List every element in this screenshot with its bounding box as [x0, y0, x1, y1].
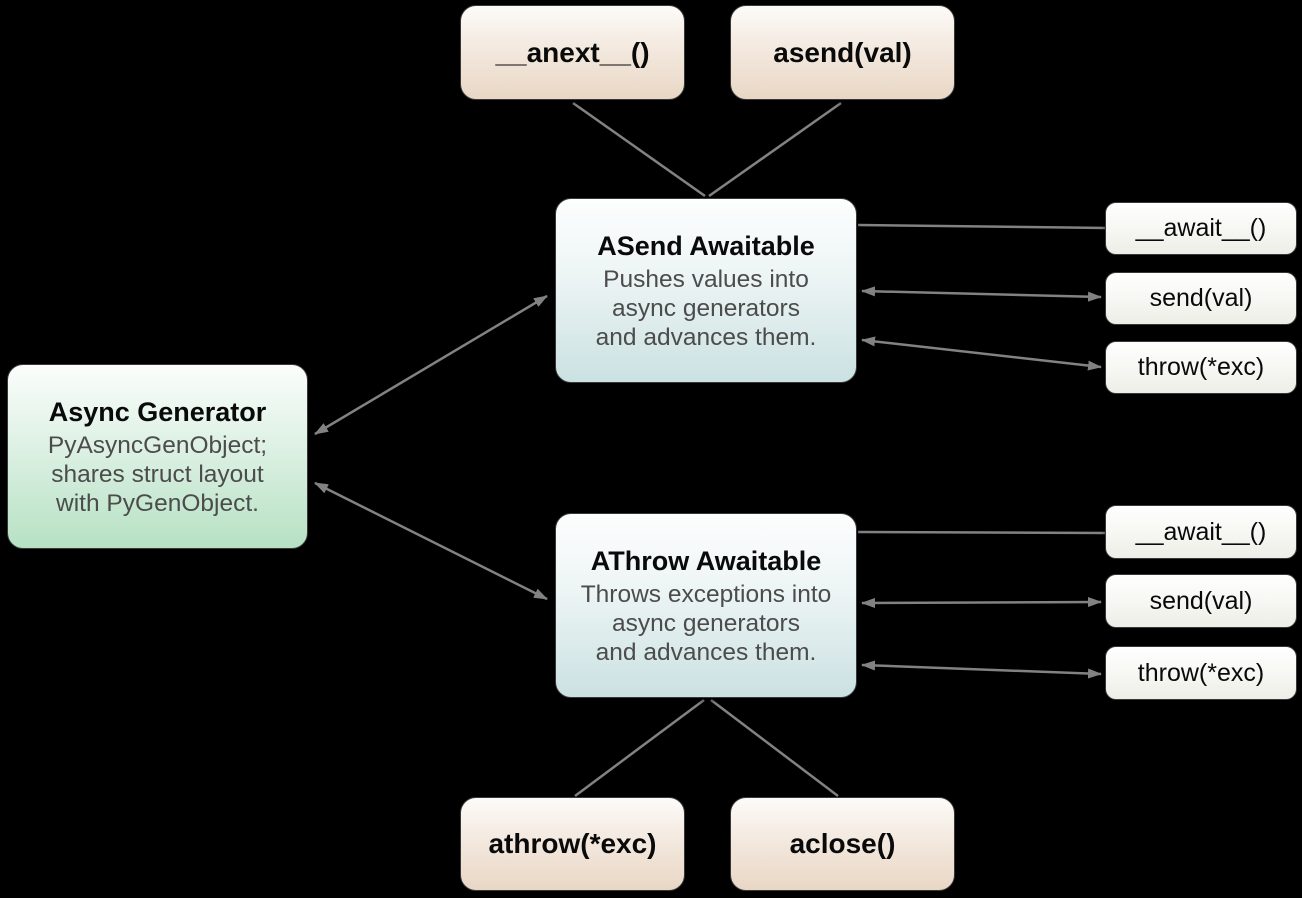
node-await-asend-label: __await__() [1135, 214, 1267, 242]
node-asend-awaitable-title: ASend Awaitable [597, 230, 815, 261]
node-async-generator: Async Generator PyAsyncGenObject; shares… [7, 364, 308, 549]
node-async-generator-title: Async Generator [48, 396, 267, 427]
node-async-generator-desc: PyAsyncGenObject; shares struct layout w… [47, 431, 268, 517]
connector-asend-awaitable-to-await1 [857, 223, 1108, 230]
node-athrow-awaitable-title: AThrow Awaitable [590, 545, 822, 576]
node-send-asend: send(val) [1105, 272, 1297, 325]
node-athrow-awaitable-desc: Throws exceptions into async generators … [580, 580, 832, 666]
node-await-athrow: __await__() [1105, 505, 1297, 559]
node-send-athrow: send(val) [1105, 574, 1297, 628]
connector-asend-awaitable-send1 [861, 286, 1102, 302]
node-send-athrow-label: send(val) [1149, 586, 1253, 615]
node-aclose-method-label: aclose() [789, 828, 896, 859]
connector-athrow-awaitable-send2 [861, 597, 1102, 608]
node-anext-method: __anext__() [460, 5, 685, 100]
node-throw-asend: throw(*exc) [1105, 341, 1297, 394]
connector-asend-to-asend-awaitable [708, 101, 842, 198]
node-athrow-awaitable: AThrow Awaitable Throws exceptions into … [555, 513, 857, 698]
node-throw-athrow-label: throw(*exc) [1137, 658, 1265, 687]
connector-asend-awaitable-throw1 [861, 336, 1102, 371]
connector-async-generator-athrow-awaitable [314, 481, 548, 601]
node-asend-awaitable: ASend Awaitable Pushes values into async… [555, 198, 857, 383]
node-asend-method: asend(val) [730, 5, 955, 100]
node-throw-athrow: throw(*exc) [1105, 646, 1297, 700]
node-await-asend: __await__() [1105, 202, 1297, 255]
connector-async-generator-asend-awaitable [314, 294, 548, 436]
connector-athrow-awaitable-to-aclose [710, 699, 839, 797]
connector-athrow-awaitable-throw2 [861, 660, 1102, 679]
connector-anext-to-asend-awaitable [572, 101, 706, 198]
connector-athrow-awaitable-to-athrow-method [574, 698, 705, 798]
node-await-athrow-label: __await__() [1135, 517, 1267, 546]
node-aclose-method: aclose() [730, 797, 955, 891]
node-anext-method-label: __anext__() [495, 36, 650, 68]
node-athrow-method: athrow(*exc) [460, 797, 685, 891]
node-send-asend-label: send(val) [1149, 284, 1253, 312]
node-athrow-method-label: athrow(*exc) [488, 828, 657, 859]
node-asend-method-label: asend(val) [773, 36, 912, 68]
connector-athrow-awaitable-to-await2 [857, 530, 1108, 535]
node-asend-awaitable-desc: Pushes values into async generators and … [595, 265, 817, 351]
node-throw-asend-label: throw(*exc) [1137, 353, 1265, 381]
